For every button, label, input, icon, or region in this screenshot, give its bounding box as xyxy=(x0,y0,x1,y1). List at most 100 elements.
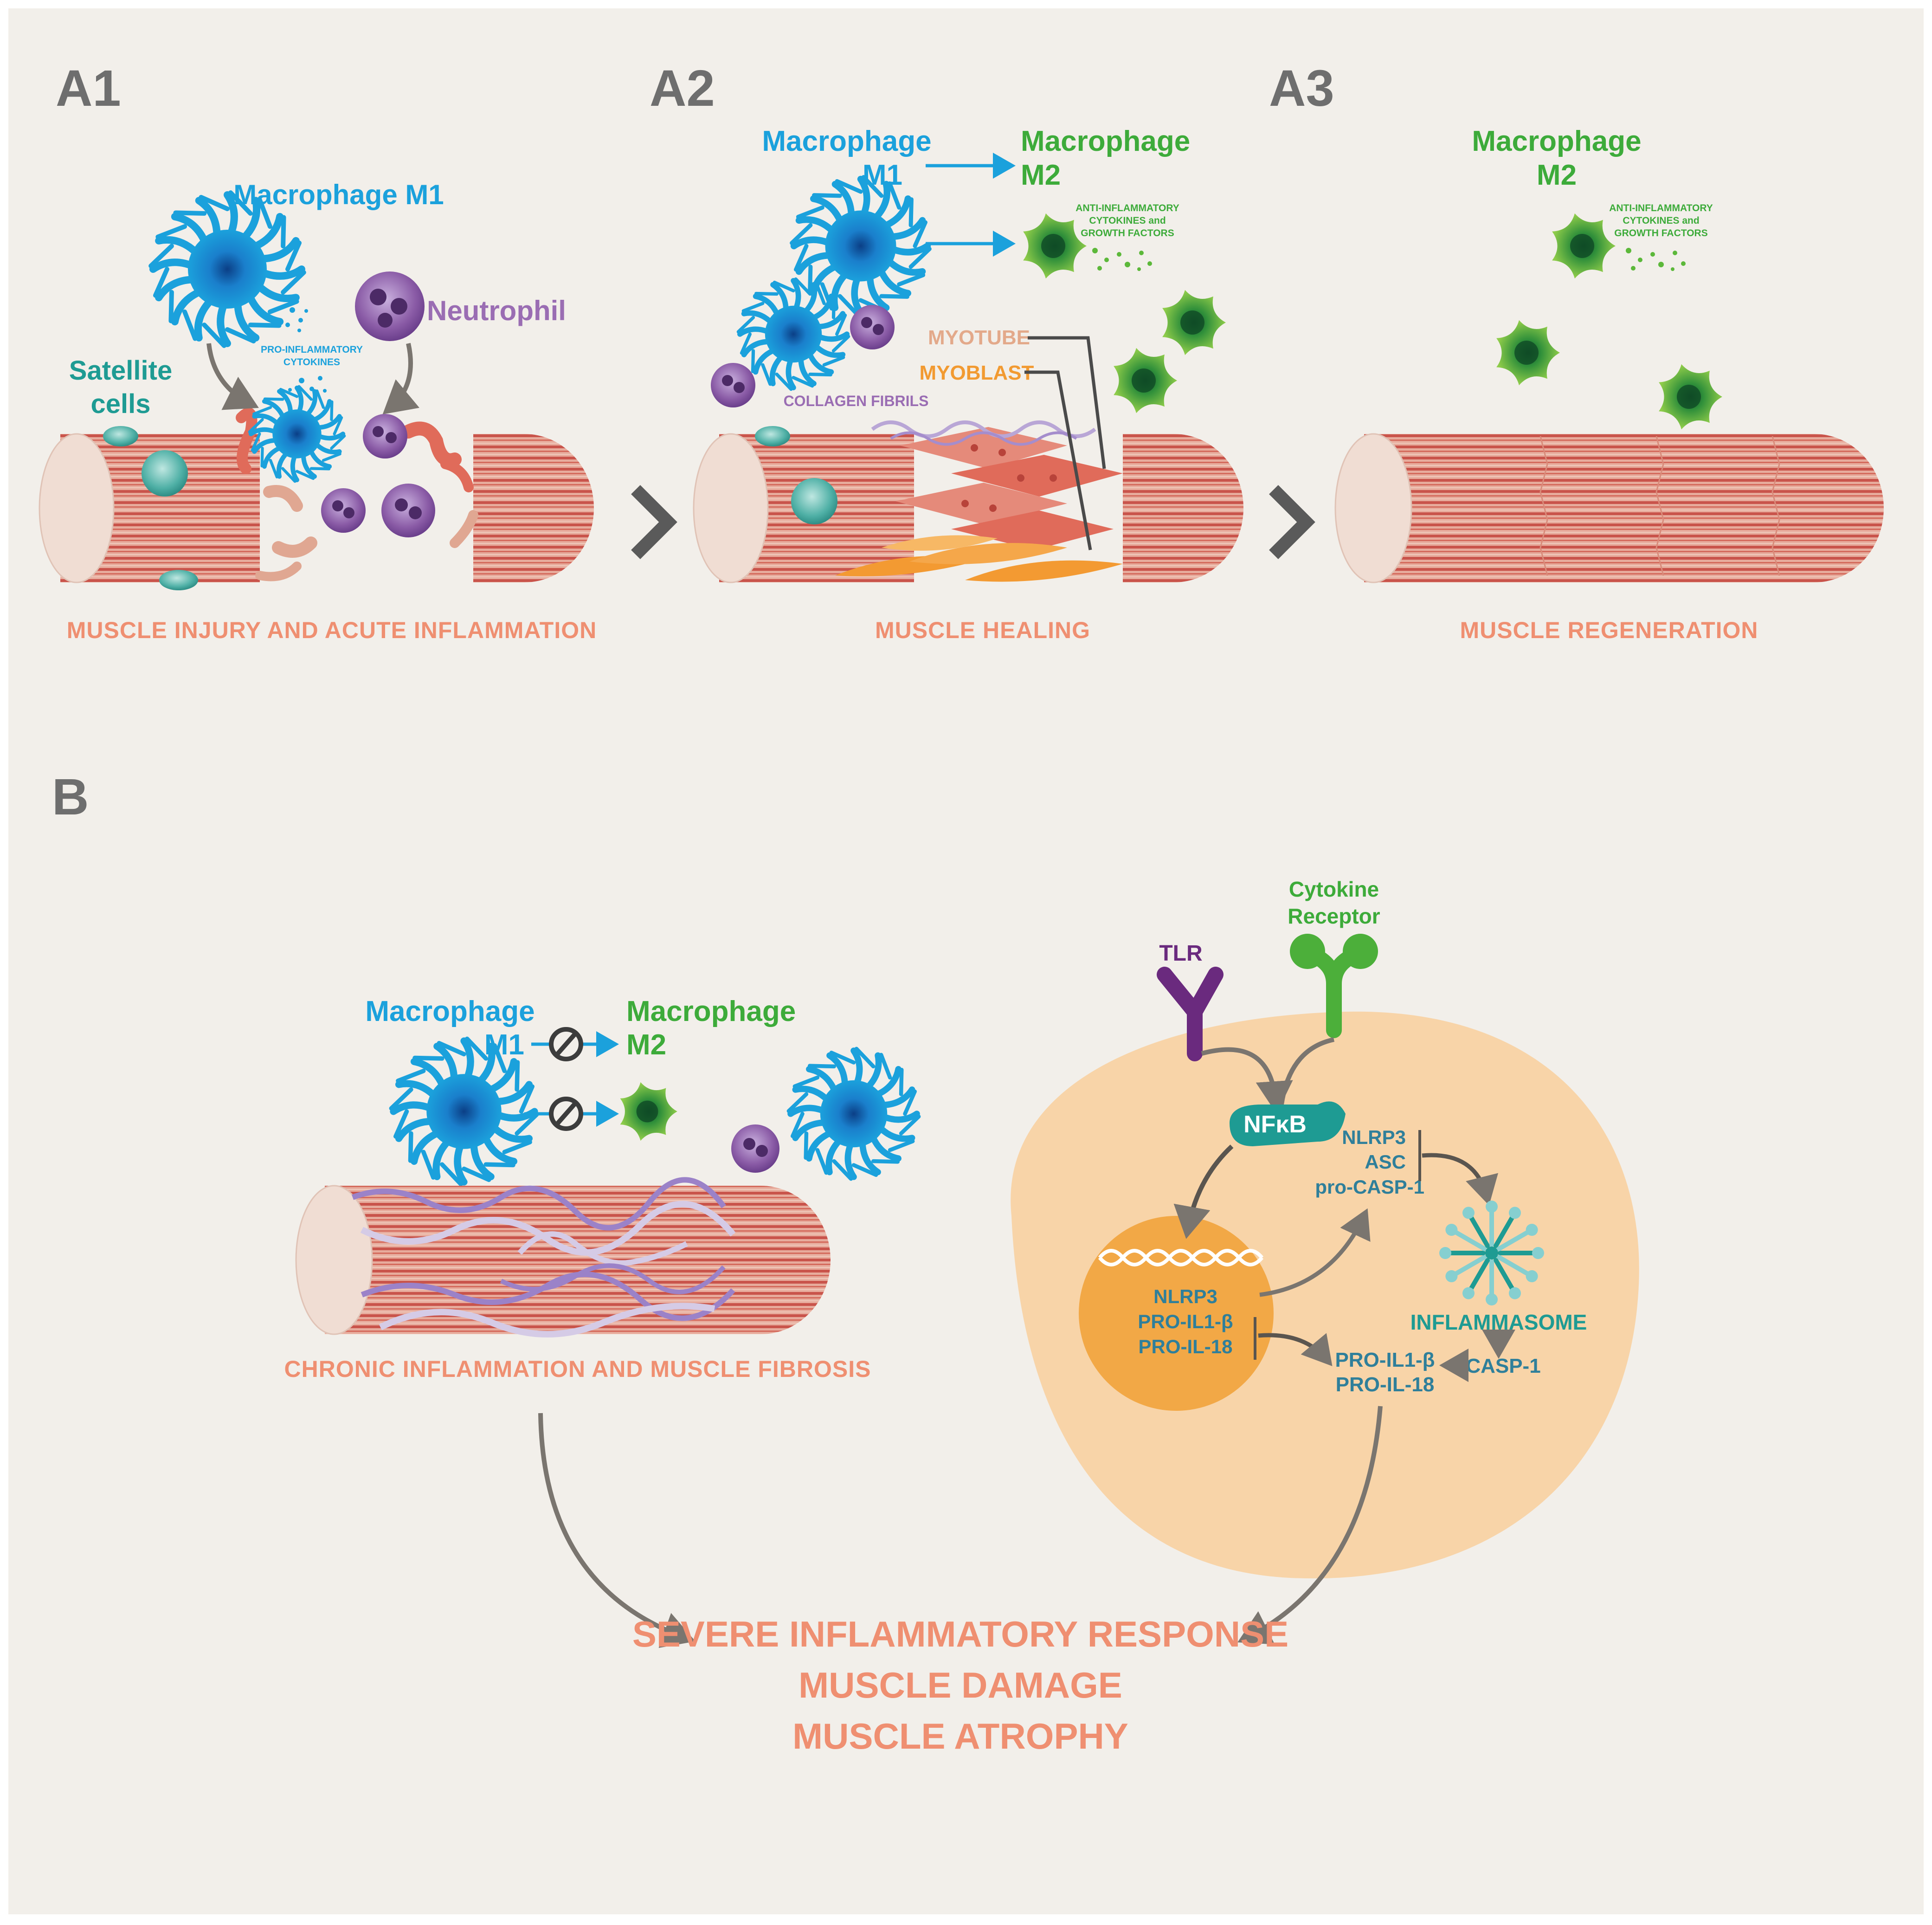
collagen-fibril xyxy=(871,420,1096,438)
nfkb-complex xyxy=(1230,1101,1346,1146)
panel-label-a3: A3 xyxy=(1269,60,1334,117)
inhibition-icon xyxy=(549,1097,583,1131)
nfkb-label: NFκB xyxy=(1243,1111,1307,1138)
cytokines-label: CYTOKINES xyxy=(283,357,340,368)
tlr-label: TLR xyxy=(1159,941,1202,966)
macrophage-m1-label: M1 xyxy=(863,159,902,191)
cytokine-receptor-label: Cytokine xyxy=(1289,877,1379,901)
macrophage-m2-cell xyxy=(1114,348,1177,413)
macrophage-m2-cell xyxy=(1023,213,1087,279)
macrophage-m2-label: Macrophage xyxy=(626,995,796,1027)
growth-factor-dots xyxy=(1626,248,1686,271)
macrophage-m2-label: Macrophage xyxy=(1021,125,1190,157)
growth-factors-label: GROWTH FACTORS xyxy=(1614,228,1707,239)
muscle-fiber-a1-right xyxy=(473,434,594,582)
inflammasome-component: pro-CASP-1 xyxy=(1315,1176,1424,1198)
collagen-fibril xyxy=(890,431,1077,446)
macrophage-m1-label: Macrophage xyxy=(365,995,535,1027)
neutrophil-cell xyxy=(711,305,895,407)
myoblast-label: MYOBLAST xyxy=(920,362,1034,384)
fibrotic-muscle-fiber xyxy=(295,1177,831,1337)
satellite-cells-label: Satellite xyxy=(69,355,172,386)
collagen-label: COLLAGEN FIBRILS xyxy=(784,393,929,409)
macrophage-m1-cell xyxy=(736,277,850,391)
satellite-cell xyxy=(103,426,198,590)
stage-chevron xyxy=(631,485,677,559)
outcome-label: MUSCLE ATROPHY xyxy=(792,1716,1128,1757)
stage-chevron xyxy=(1269,485,1315,559)
signal-arrow xyxy=(1279,1037,1335,1105)
inflammasome-label: INFLAMMASOME xyxy=(1410,1310,1587,1334)
macrophage-m1-cell xyxy=(786,1046,921,1181)
signal-arrow xyxy=(1173,1144,1234,1239)
macrophage-m2-cell xyxy=(1162,290,1226,355)
macrophage-m1-label: Macrophage M1 xyxy=(233,179,444,210)
cytokine-dots xyxy=(285,307,327,393)
caption-a2: MUSCLE HEALING xyxy=(875,617,1090,643)
cytokine-receptor xyxy=(1290,934,1378,1038)
outcome-arrow xyxy=(538,1413,696,1648)
macrophage-m2-label: M2 xyxy=(1537,159,1577,191)
macrophage-m1-cell xyxy=(389,1036,539,1187)
recruitment-arrow xyxy=(206,343,259,410)
cell-membrane xyxy=(1011,1011,1639,1579)
outcome-label: MUSCLE DAMAGE xyxy=(799,1665,1122,1705)
panel-label-b: B xyxy=(52,769,89,826)
outcome-arrow xyxy=(1237,1406,1383,1645)
signal-arrow xyxy=(1259,1208,1371,1297)
inhibition-icon xyxy=(549,1027,583,1061)
macrophage-m1-cell xyxy=(248,385,346,483)
macrophage-m2-label: M2 xyxy=(1021,159,1061,191)
macrophage-m1-label: Macrophage xyxy=(762,125,931,157)
macrophage-m2-cell xyxy=(1496,320,1560,386)
growth-factors-label: CYTOKINES and xyxy=(1623,215,1699,226)
neutrophil-cell xyxy=(321,271,435,537)
myoblast-cells xyxy=(835,535,1123,582)
processed-cytokine-label: PRO-IL1-β xyxy=(1335,1349,1435,1371)
cytokines-label: PRO-INFLAMMATORY xyxy=(261,344,363,355)
panel-label-a1: A1 xyxy=(56,60,121,117)
growth-factors-label: GROWTH FACTORS xyxy=(1081,228,1174,239)
neutrophil-label: Neutrophil xyxy=(427,295,566,326)
myotube-label: MYOTUBE xyxy=(928,326,1030,349)
growth-factor-dots xyxy=(1092,248,1152,271)
satellite-cell xyxy=(755,426,837,524)
nucleus-gene-label: PRO-IL-18 xyxy=(1138,1336,1232,1357)
macrophage-m1-cell xyxy=(790,175,932,317)
outcome-label: SEVERE INFLAMMATORY RESPONSE xyxy=(632,1614,1288,1654)
muscle-fiber-regenerated xyxy=(1334,433,1884,583)
nucleus-gene-label: PRO-IL1-β xyxy=(1138,1311,1233,1332)
macrophage-m2-cell xyxy=(1552,213,1616,279)
satellite-cells-label: cells xyxy=(91,389,151,419)
macrophage-m2-cell xyxy=(1659,364,1722,430)
signal-arrow xyxy=(1422,1153,1498,1206)
growth-factors-label: ANTI-INFLAMMATORY xyxy=(1075,203,1179,213)
cytokine-receptor-label: Receptor xyxy=(1288,904,1380,928)
signal-arrow xyxy=(1258,1333,1333,1366)
caption-a3: MUSCLE REGENERATION xyxy=(1460,617,1758,643)
fibrosis-caption: CHRONIC INFLAMMATION AND MUSCLE FIBROSIS xyxy=(284,1356,871,1382)
macrophage-m2-cell xyxy=(620,1082,677,1141)
inflammasome-complex xyxy=(1439,1201,1544,1305)
signal-arrow xyxy=(1201,1047,1293,1114)
nucleus-gene-label: NLRP3 xyxy=(1153,1285,1217,1307)
macrophage-m2-label: M2 xyxy=(626,1029,666,1061)
macrophage-m1-cell xyxy=(148,190,306,348)
leader-line xyxy=(1024,370,1092,550)
panel-label-a2: A2 xyxy=(650,60,715,117)
growth-factors-label: ANTI-INFLAMMATORY xyxy=(1609,203,1713,213)
inflammasome-component: NLRP3 xyxy=(1342,1126,1406,1148)
growth-factors-label: CYTOKINES and xyxy=(1089,215,1166,226)
recruitment-arrow xyxy=(382,342,420,414)
caption-a1: MUSCLE INJURY AND ACUTE INFLAMMATION xyxy=(67,617,597,643)
dna-helix xyxy=(1098,1249,1264,1266)
macrophage-m2-label: Macrophage xyxy=(1472,125,1641,157)
processed-cytokine-label: PRO-IL-18 xyxy=(1336,1373,1435,1396)
casp1-label: CASP-1 xyxy=(1466,1355,1540,1377)
neutrophil-cell xyxy=(731,1124,779,1173)
tlr-receptor xyxy=(1157,967,1224,1061)
figure-background xyxy=(8,8,1924,1914)
myotube-cells xyxy=(895,427,1123,550)
